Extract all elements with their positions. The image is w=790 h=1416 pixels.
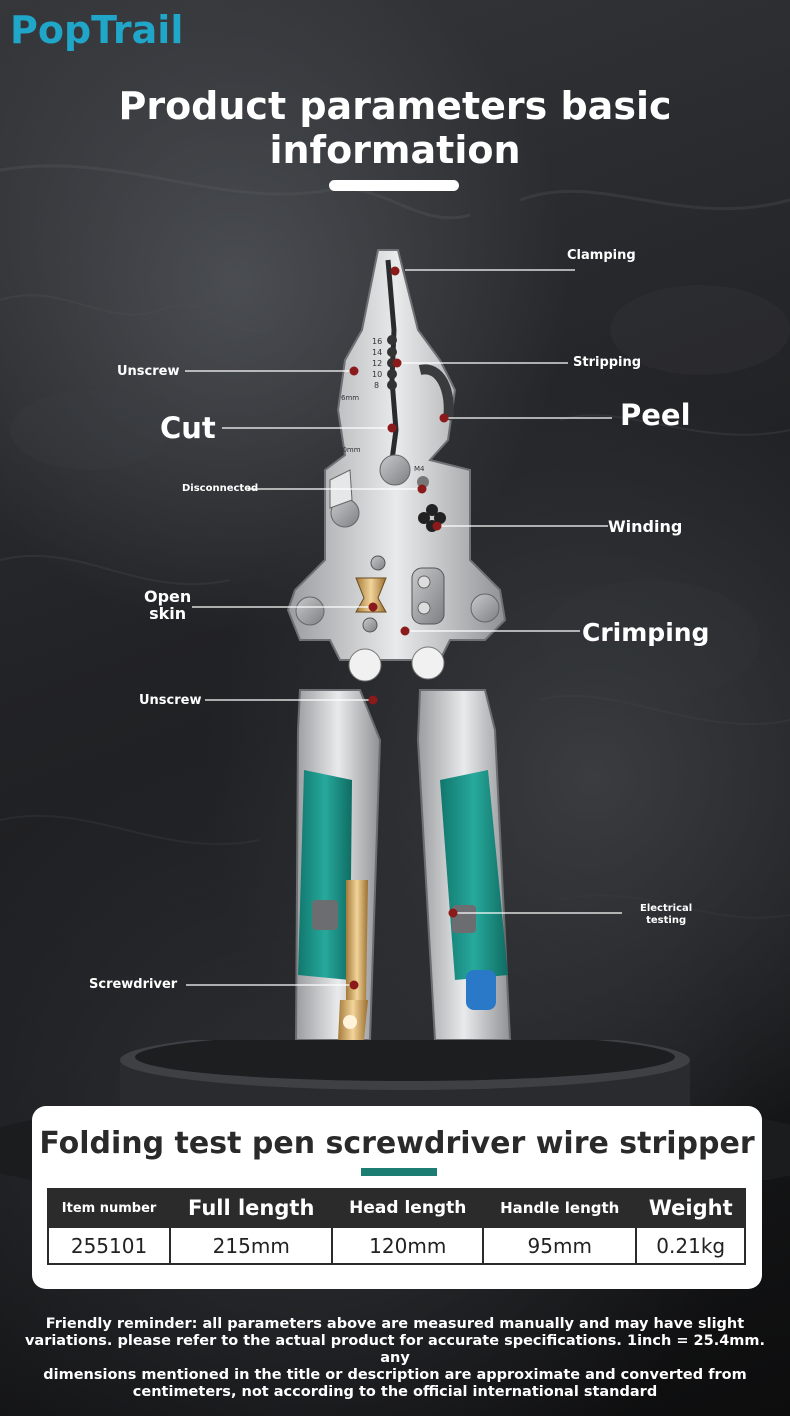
disclaimer-line-4: centimeters, not according to the offici… xyxy=(132,1384,658,1400)
spec-table-value-row: 255101 215mm 120mm 95mm 0.21kg xyxy=(46,1226,746,1265)
callout-peel: Peel xyxy=(620,398,691,432)
disclaimer-line-3: dimensions mentioned in the title or des… xyxy=(43,1367,747,1383)
callout-stripping: Stripping xyxy=(573,355,642,370)
page-headline: Product parameters basic information xyxy=(118,84,672,172)
value-weight: 0.21kg xyxy=(635,1226,746,1265)
callout-cut: Cut xyxy=(160,411,216,445)
gauge-12-mark: 12 xyxy=(372,359,382,368)
measurement-disclaimer: Friendly reminder: all parameters above … xyxy=(20,1316,770,1401)
header-handle-length: Handle length xyxy=(482,1188,638,1228)
disclaimer-line-1: Friendly reminder: all parameters above … xyxy=(45,1316,745,1332)
spec-card: Folding test pen screwdriver wire stripp… xyxy=(32,1106,762,1289)
value-head-length: 120mm xyxy=(331,1226,485,1265)
callout-disconnected: Disconnected xyxy=(182,483,259,494)
m4-mark: M4 xyxy=(414,465,425,473)
callout-crimping: Crimping xyxy=(582,618,710,647)
spec-table: Item number Full length Head length Hand… xyxy=(46,1188,746,1265)
header-full-length: Full length xyxy=(169,1188,334,1228)
value-full-length: 215mm xyxy=(169,1226,334,1265)
spec-card-title: Folding test pen screwdriver wire stripp… xyxy=(39,1126,755,1161)
callout-unscrew-top: Unscrew xyxy=(117,364,180,379)
disclaimer-line-2: variations. please refer to the actual p… xyxy=(24,1333,766,1366)
spec-table-header-row: Item number Full length Head length Hand… xyxy=(46,1188,746,1228)
gauge-8-mark: 8 xyxy=(374,381,379,390)
rock-texture-background xyxy=(0,164,790,919)
callout-unscrew-bottom: Unscrew xyxy=(139,693,202,708)
value-item-number: 255101 xyxy=(46,1226,172,1265)
gauge-10-mark: 10 xyxy=(372,370,382,379)
header-item-number: Item number xyxy=(46,1188,172,1228)
brand-logo: PopTrail xyxy=(10,8,184,52)
mm10-mark: 10mm xyxy=(338,446,361,454)
callout-open-skin: Open skin xyxy=(144,588,191,622)
mm6-mark: 6mm xyxy=(341,394,359,402)
header-weight: Weight xyxy=(635,1188,746,1228)
header-head-length: Head length xyxy=(331,1188,485,1228)
callout-electrical-testing: Electrical testing xyxy=(640,903,692,927)
callout-winding: Winding xyxy=(608,517,683,536)
headline-divider xyxy=(329,180,459,191)
callout-electrical-testing-line2: testing xyxy=(646,915,687,926)
value-handle-length: 95mm xyxy=(482,1226,638,1265)
callout-electrical-testing-line1: Electrical xyxy=(640,903,693,914)
callout-clamping: Clamping xyxy=(567,248,636,263)
gauge-14-mark: 14 xyxy=(372,348,382,357)
callout-open-skin-line1: Open xyxy=(144,587,192,606)
gauge-16-mark: 16 xyxy=(372,337,382,346)
wire-stripper-pliers-illustration: 16 14 12 10 8 6mm 10mm M4 xyxy=(185,249,622,1041)
spec-card-accent xyxy=(361,1168,437,1176)
callout-screwdriver: Screwdriver xyxy=(89,977,178,992)
callout-open-skin-line2: skin xyxy=(149,604,187,623)
